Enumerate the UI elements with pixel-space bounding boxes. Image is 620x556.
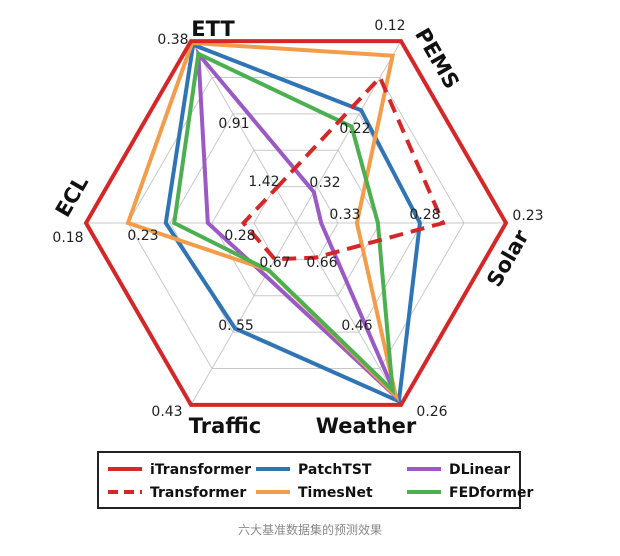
legend-label-fedformer: FEDformer <box>449 485 533 501</box>
axis-label-pems: PEMS <box>410 24 464 93</box>
grid-spoke <box>190 40 297 224</box>
ring-label: 1.42 <box>248 174 279 190</box>
legend-label-patchtst: PatchTST <box>298 462 372 478</box>
ring-label: 0.66 <box>306 255 337 271</box>
series-transformer <box>240 73 446 262</box>
radar-series <box>83 39 509 407</box>
axis-label-ecl: ECL <box>51 172 93 221</box>
figure-caption: 六大基准数据集的预测效果 <box>237 523 382 537</box>
radar-labels: 0.91 1.42 0.22 0.32 0.28 0.33 0.46 0.66 0. 55 0.6… <box>51 17 544 438</box>
axis-label-weather: Weather <box>316 414 417 438</box>
series-fedformer <box>172 50 396 396</box>
ring-label: 0.33 <box>329 207 360 223</box>
outer-value-pems: 0.12 <box>374 18 405 34</box>
legend-label-timesnet: TimesNet <box>298 485 373 501</box>
outer-value-weather: 0.26 <box>416 404 447 420</box>
ring-label: 0.67 <box>259 255 290 271</box>
legend-label-dlinear: DLinear <box>449 462 510 478</box>
ring-label: 0.28 <box>409 207 440 223</box>
ring-label: 0.32 <box>309 175 340 191</box>
ring-label: 0.46 <box>341 318 372 334</box>
legend-label-itransformer: iTransformer <box>150 462 251 478</box>
ring-label: 0.91 <box>218 116 249 132</box>
series-itransformer <box>83 39 509 407</box>
ring-label: 0. 55 <box>218 318 254 334</box>
legend-label-transformer: Transformer <box>150 485 246 501</box>
outer-value-ett: 0.38 <box>157 32 188 48</box>
axis-label-solar: Solar <box>482 225 534 291</box>
outer-value-solar: 0.23 <box>512 208 543 224</box>
axis-label-ett: ETT <box>191 17 235 41</box>
legend-box <box>97 451 521 509</box>
outer-value-traffic: 0.43 <box>151 404 182 420</box>
grid-spoke <box>295 222 402 406</box>
grid-spoke <box>190 222 297 406</box>
series-timesnet <box>125 40 400 402</box>
axis-label-traffic: Traffic <box>189 414 261 438</box>
ring-label: 0.28 <box>224 228 255 244</box>
ring-label: 0.22 <box>339 121 370 137</box>
ring-label: 0.23 <box>127 228 158 244</box>
outer-value-ecl: 0.18 <box>52 230 83 246</box>
